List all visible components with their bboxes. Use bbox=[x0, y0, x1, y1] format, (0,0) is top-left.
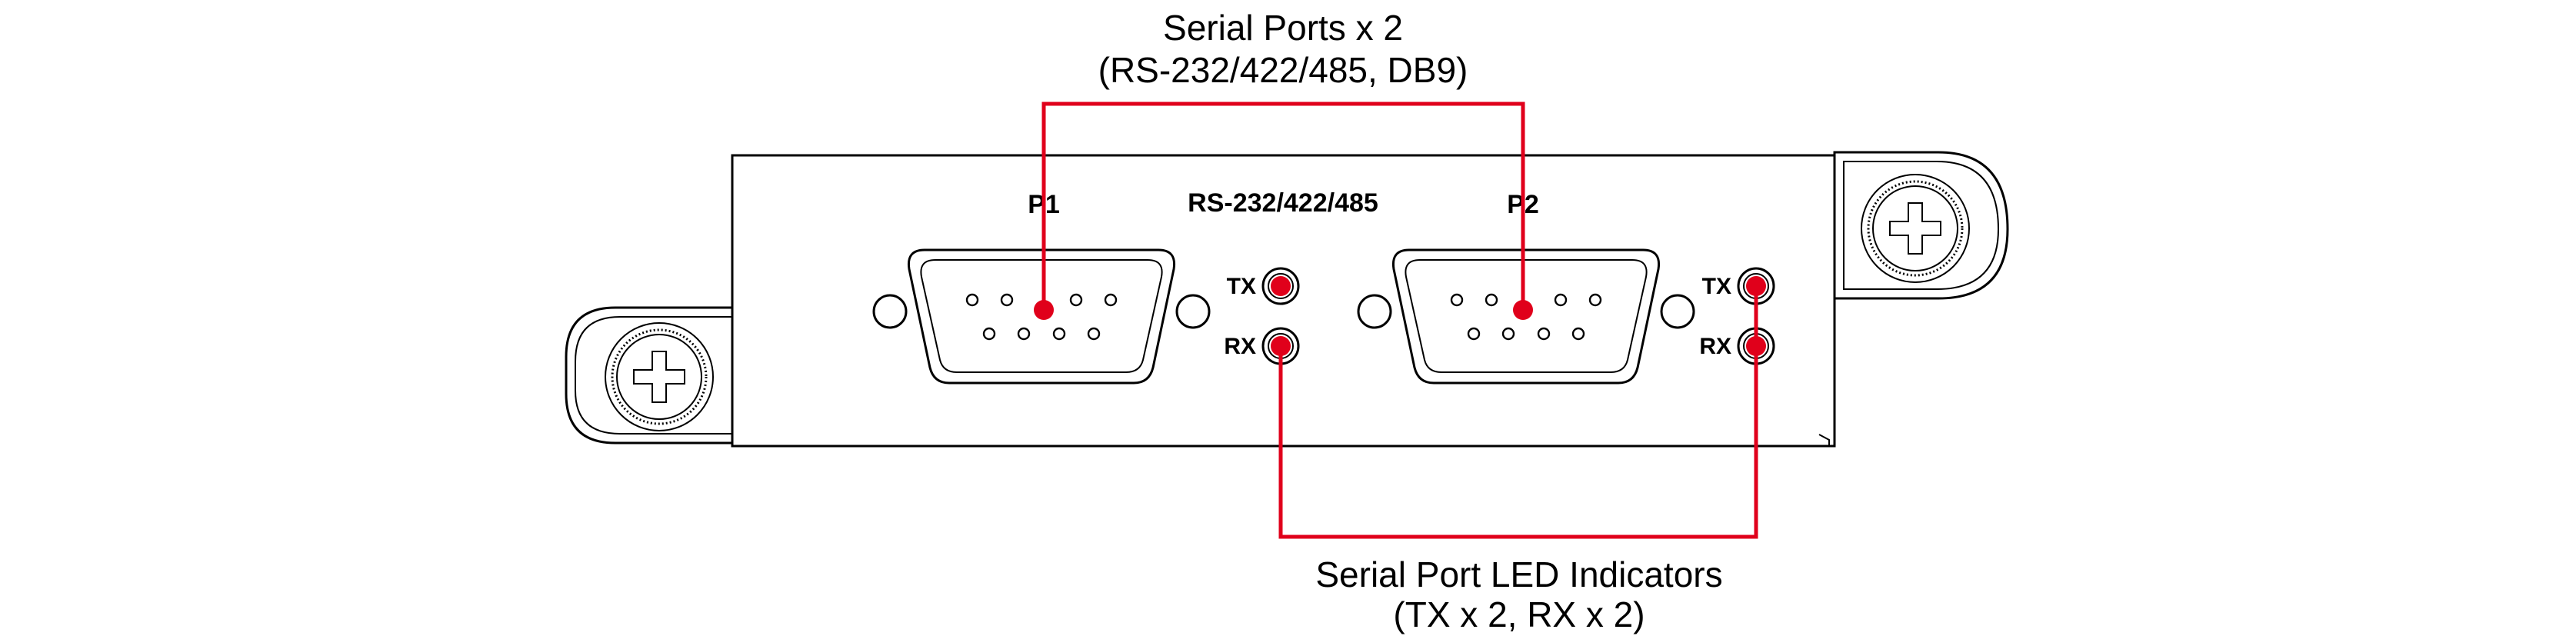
p2-marker-dot bbox=[1513, 300, 1533, 320]
led-tx1-marker-dot bbox=[1271, 276, 1291, 296]
led-label-rx-2: RX bbox=[1699, 334, 1731, 359]
db9-connector-icon bbox=[1357, 248, 1695, 385]
panel-title: RS-232/422/485 bbox=[1188, 188, 1378, 218]
serial-ports-callout-title: Serial Ports x 2 bbox=[1163, 8, 1403, 48]
serial-ports-callout-subtitle: (RS-232/422/485, DB9) bbox=[1098, 50, 1468, 90]
led-rx1-marker-dot bbox=[1271, 336, 1291, 356]
led-callout-subtitle: (TX x 2, RX x 2) bbox=[1393, 594, 1645, 634]
left-mounting-bracket bbox=[565, 306, 732, 445]
led-label-tx-1: TX bbox=[1227, 274, 1256, 299]
screw-icon bbox=[605, 322, 714, 431]
led-icon bbox=[1261, 267, 1300, 305]
right-mounting-bracket bbox=[1833, 151, 2009, 300]
led-label-rx-1: RX bbox=[1224, 334, 1256, 359]
led-callout-title: Serial Port LED Indicators bbox=[1315, 554, 1722, 594]
serial-ports-callout-line bbox=[1041, 102, 1525, 310]
led-label-tx-2: TX bbox=[1702, 274, 1731, 299]
led-callout-line bbox=[1278, 286, 1758, 539]
led-rx2-marker-dot bbox=[1746, 336, 1766, 356]
screw-icon bbox=[1861, 174, 1970, 283]
db9-connector-icon bbox=[872, 248, 1211, 385]
module-faceplate bbox=[731, 154, 1836, 448]
led-tx2-marker-dot bbox=[1746, 276, 1766, 296]
p1-marker-dot bbox=[1034, 300, 1054, 320]
